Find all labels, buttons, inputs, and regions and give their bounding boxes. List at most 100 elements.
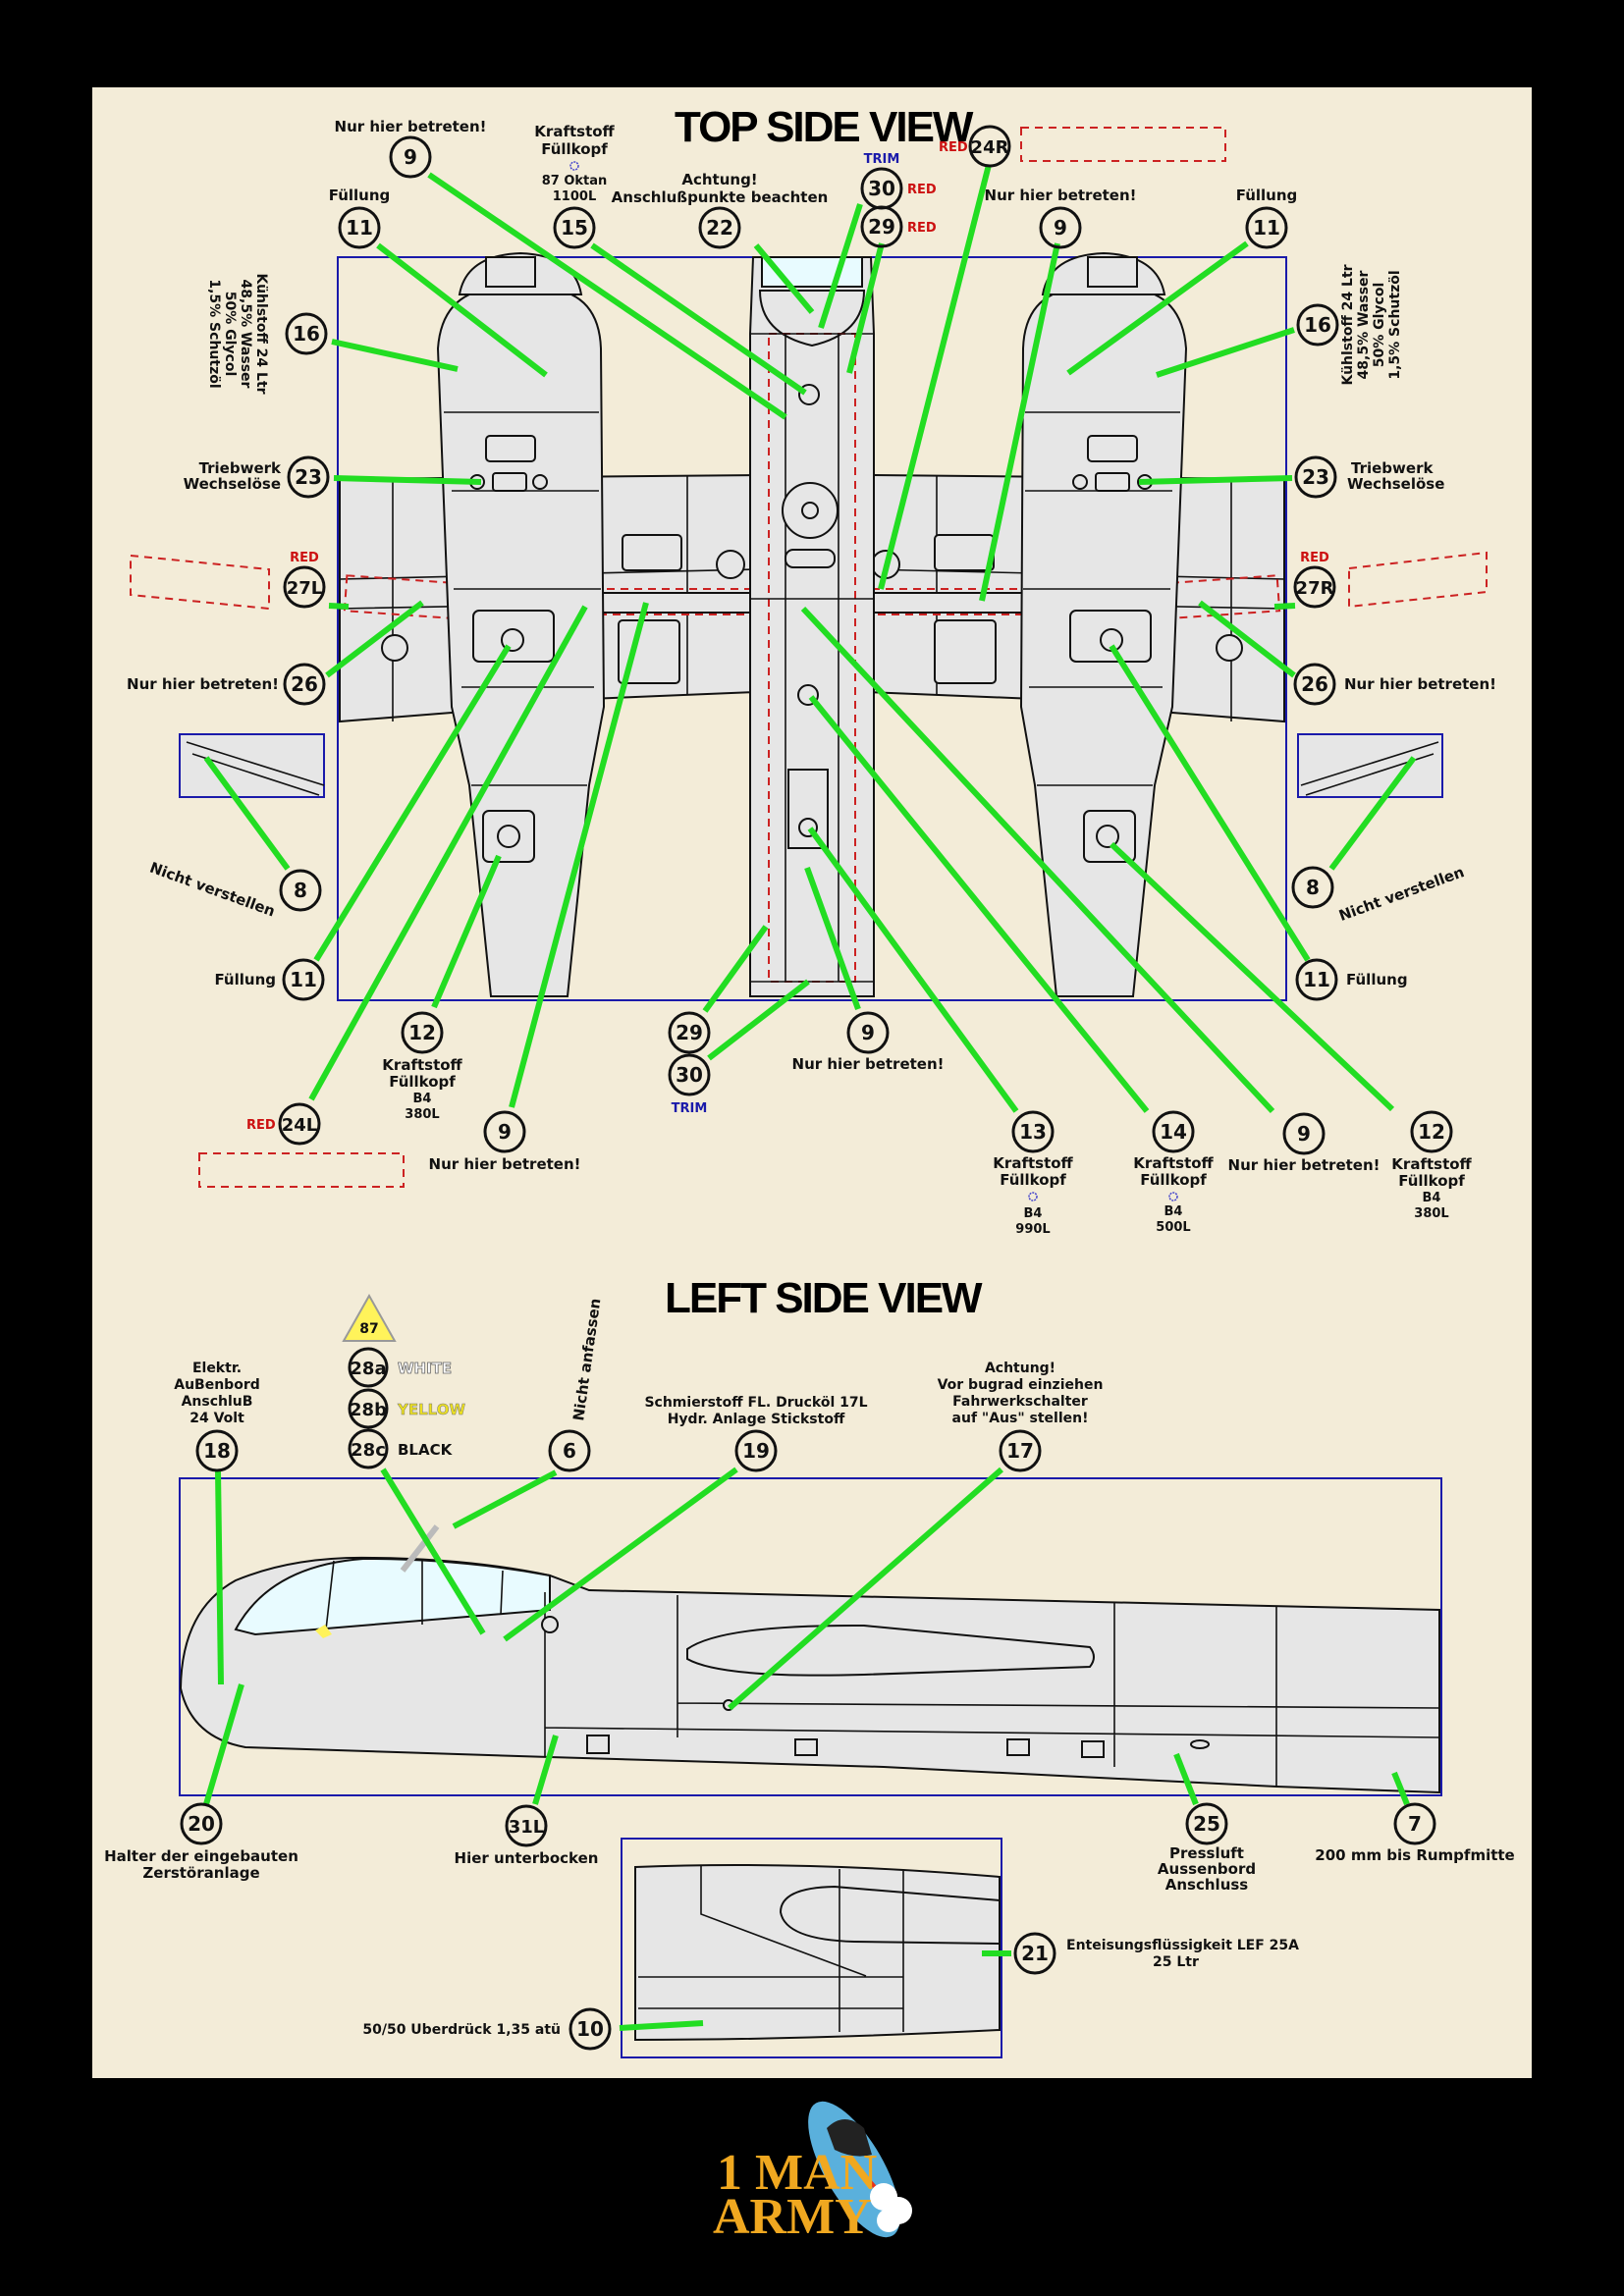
svg-text:Anschlußpunkte beachten: Anschlußpunkte beachten <box>612 188 829 206</box>
svg-text:Triebwerk: Triebwerk <box>1351 459 1434 477</box>
left-view-frame <box>179 1477 1442 1796</box>
svg-text:Kühlstoff 24 Ltr: Kühlstoff 24 Ltr <box>1340 264 1356 385</box>
svg-text:Füllkopf: Füllkopf <box>1000 1171 1066 1189</box>
svg-text:Achtung!: Achtung! <box>985 1361 1056 1376</box>
svg-text:27L: 27L <box>287 578 323 599</box>
svg-text:11: 11 <box>346 216 373 240</box>
svg-text:87: 87 <box>359 1321 378 1337</box>
svg-text:1100L: 1100L <box>553 189 596 204</box>
svg-text:Kraftstoff: Kraftstoff <box>382 1056 462 1074</box>
svg-text:B4: B4 <box>1423 1191 1441 1205</box>
svg-text:1 MAN: 1 MAN <box>717 2145 877 2201</box>
svg-text:Wechselöse: Wechselöse <box>184 475 281 493</box>
svg-text:Vor bugrad einziehen: Vor bugrad einziehen <box>938 1377 1104 1393</box>
svg-text:9: 9 <box>861 1021 875 1044</box>
callout-29[interactable]: 29 <box>668 1011 711 1054</box>
svg-text:Nur hier betreten!: Nur hier betreten! <box>1228 1156 1380 1174</box>
svg-text:9: 9 <box>1054 216 1067 240</box>
svg-text:29: 29 <box>868 215 895 239</box>
svg-text:Pressluft: Pressluft <box>1169 1844 1244 1862</box>
svg-text:RED: RED <box>1300 551 1329 565</box>
svg-text:Anschluss: Anschluss <box>1165 1876 1249 1894</box>
svg-text:WHITE: WHITE <box>398 1360 452 1377</box>
callout-27l[interactable]: 27L RED <box>283 551 326 609</box>
svg-text:RED: RED <box>939 140 968 155</box>
svg-text:Kraftstoff: Kraftstoff <box>993 1154 1073 1172</box>
svg-text:RED: RED <box>907 221 937 236</box>
brand-logo: 1 MAN ARMY <box>713 2101 912 2245</box>
svg-text:Füllkopf: Füllkopf <box>1398 1172 1465 1190</box>
placement-box-27l <box>130 554 270 611</box>
placement-box-27r <box>1348 551 1488 609</box>
svg-text:16: 16 <box>1304 313 1331 337</box>
svg-text:87 Oktan: 87 Oktan <box>542 174 608 188</box>
callout-29-red[interactable]: 29 RED <box>860 205 937 248</box>
svg-text:Nur hier betreten!: Nur hier betreten! <box>985 187 1137 204</box>
callout-27r[interactable]: 27R RED <box>1293 551 1336 609</box>
callout-9[interactable]: 9 Nur hier betreten! <box>985 187 1137 249</box>
svg-text:27R: 27R <box>1296 578 1334 599</box>
left-view-leaders <box>203 1467 1410 2031</box>
svg-text:Füllung: Füllung <box>1236 187 1298 204</box>
svg-text:9: 9 <box>1297 1122 1311 1146</box>
callout-15[interactable]: 15 Kraftstoff Füllkopf 87 Oktan 1100L <box>534 123 616 249</box>
svg-text:Elektr.: Elektr. <box>192 1361 242 1376</box>
svg-text:16: 16 <box>293 322 320 346</box>
svg-text:13: 13 <box>1019 1120 1047 1144</box>
svg-text:21: 21 <box>1021 1942 1049 1965</box>
svg-text:Zerstöranlage: Zerstöranlage <box>142 1864 259 1882</box>
svg-text:RED: RED <box>290 551 319 565</box>
svg-text:Hier unterbocken: Hier unterbocken <box>455 1849 599 1867</box>
svg-text:11: 11 <box>1303 968 1330 991</box>
svg-text:380L: 380L <box>1414 1206 1448 1221</box>
svg-text:Nur hier betreten!: Nur hier betreten! <box>127 675 279 693</box>
top-view-leaders <box>203 164 1417 1114</box>
svg-text:Füllkopf: Füllkopf <box>1140 1171 1207 1189</box>
svg-text:TRIM: TRIM <box>672 1101 708 1116</box>
svg-text:Nur hier betreten!: Nur hier betreten! <box>429 1155 581 1173</box>
svg-text:Nur hier betreten!: Nur hier betreten! <box>1344 675 1496 693</box>
svg-text:Füllkopf: Füllkopf <box>389 1073 456 1091</box>
svg-text:Enteisungsflüssigkeit LEF 25A: Enteisungsflüssigkeit LEF 25A <box>1066 1938 1299 1953</box>
svg-text:30: 30 <box>676 1063 703 1087</box>
